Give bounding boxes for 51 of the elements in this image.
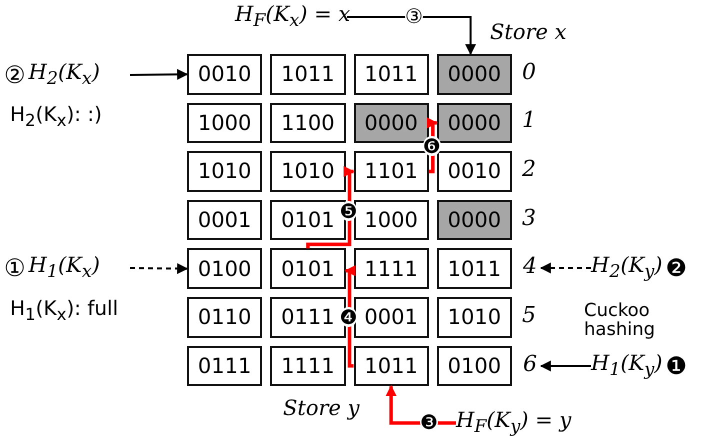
table-cell: 0100 (187, 248, 262, 289)
step-number: ② (4, 61, 26, 89)
table-cell: 0110 (187, 297, 262, 338)
row-index: 2 (522, 159, 536, 181)
method-note: Cuckoo hashing (584, 302, 656, 340)
table-cell: 1000 (187, 102, 262, 144)
table-cell: 1010 (270, 151, 346, 192)
table-cell: 0101 (270, 248, 346, 289)
step-number: ❶ (665, 352, 687, 380)
storage-note: Store x (490, 22, 566, 43)
row-index: 1 (522, 110, 536, 132)
table-cell: 1011 (354, 346, 429, 386)
arrow (130, 68, 188, 80)
hash-label: H$_{2}$(K$_{y}$) (591, 253, 662, 283)
hash-status: H$_{2}$(K$_{x}$): :) (10, 104, 102, 130)
table-cell: 0111 (187, 346, 262, 386)
table-cell: 0010 (436, 151, 512, 192)
table-cell: 1111 (354, 248, 429, 289)
arrow (130, 263, 188, 274)
row-index: 5 (522, 305, 536, 327)
row-index: 3 (522, 208, 536, 230)
step-number: ① (4, 254, 26, 282)
arrow (540, 262, 591, 274)
storage-note: Store y (283, 398, 360, 419)
row-index: 0 (522, 62, 536, 84)
table-cell: 1101 (354, 151, 429, 192)
table-cell: 0100 (436, 346, 512, 386)
arrow (347, 16, 476, 56)
table-cell: 1010 (187, 151, 262, 192)
hash-label: H$_{2}$(K$_{x}$) (28, 60, 100, 90)
table-cell: 0010 (187, 54, 262, 95)
table-cell: 0001 (187, 200, 262, 240)
arrow (344, 265, 356, 368)
table-cell: 1011 (436, 248, 512, 289)
table-cell: 0000 (436, 200, 512, 240)
hash-label: H$_{1}$(K$_{y}$) (591, 351, 662, 381)
step-number: ③ (404, 6, 423, 26)
table-cell: 1011 (354, 54, 429, 95)
table-cell: 1010 (436, 297, 512, 338)
table-cell: 1011 (270, 54, 346, 95)
table-cell: 1111 (270, 346, 346, 386)
step-number: ❷ (665, 254, 687, 282)
step-number: ❸ (420, 412, 438, 432)
hash-label: H$_{1}$(K$_{x}$) (28, 253, 100, 283)
hash-formula: H$_{F}$(K$_{y}$) = y (456, 408, 616, 438)
table-cell: 0000 (436, 54, 512, 95)
row-index: 4 (519, 254, 541, 282)
row-index: 6 (519, 352, 541, 380)
arrow (540, 360, 591, 372)
table-cell: 1100 (270, 102, 346, 144)
hash-status: H$_{1}$(K$_{x}$): full (10, 298, 118, 324)
